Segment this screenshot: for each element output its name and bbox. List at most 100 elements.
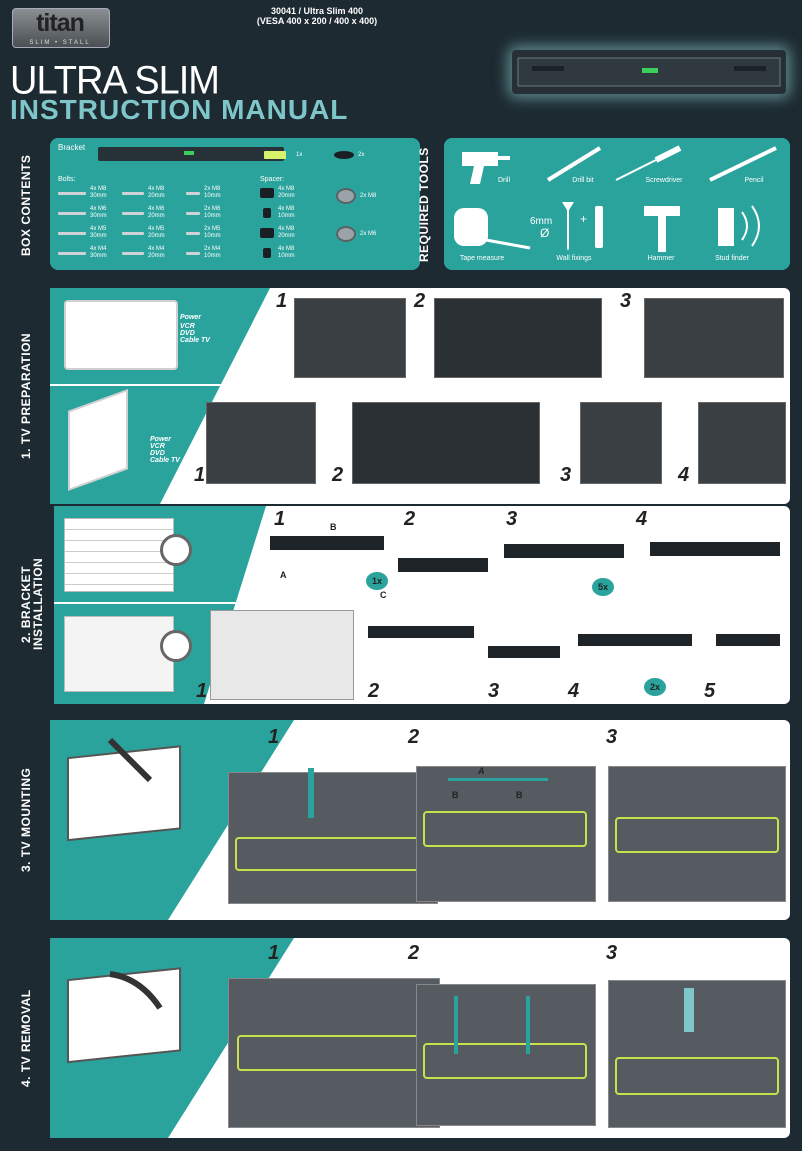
removal-bracket-outline-1: [237, 1035, 431, 1071]
bracket-step-bottom-3: 3: [488, 680, 500, 702]
washer-icon: [336, 188, 356, 204]
bolt-icon: [186, 191, 200, 195]
removal-arrow-up-big: [684, 988, 694, 1032]
brand-logo-plate: [12, 8, 110, 48]
tape-measure-icon: [454, 208, 531, 250]
bracket-illustration-top-2: [398, 558, 488, 572]
cap-icon: [334, 151, 354, 159]
tool-screwdriver-label: Screwdriver: [645, 177, 683, 184]
screwdriver-icon: [615, 145, 682, 181]
mounting-teal-backdrop: [50, 720, 294, 920]
bolt-icon: [122, 191, 144, 195]
brick-stud-finder-icon: [160, 534, 192, 566]
removal-photo-1: [228, 978, 440, 1128]
removal-photo-2: [416, 984, 596, 1126]
bracket-step-top-2: 2: [404, 508, 416, 530]
cap-qty: 2x: [358, 152, 365, 158]
pencil-icon: [709, 146, 777, 182]
tv-preparation-title: 1. TV PREPARATION: [19, 332, 33, 460]
fixing-size: 6mm: [530, 216, 553, 227]
brand-tagline: SLIM • STALL: [29, 40, 91, 46]
bracket-illustration-top-1: [270, 536, 384, 550]
drywall-diagram: [64, 616, 174, 692]
tool-drill-label: Drill: [497, 177, 511, 184]
title-instruction-manual: INSTRUCTION MANUAL: [10, 94, 349, 125]
removal-step-2: 2: [408, 942, 420, 964]
mount-label-b-left: B: [452, 790, 459, 800]
bracket-illustration-bottom-5: [716, 634, 780, 646]
mount-arrow-down: [308, 768, 314, 818]
tv-removal-title: 4. TV REMOVAL: [19, 989, 33, 1087]
label-c: C: [380, 590, 387, 600]
required-tools-title: REQUIRED TOOLS: [417, 147, 431, 263]
bracket-illustration-top-3: [504, 544, 624, 558]
bolt-icon: [58, 231, 86, 235]
prep-step-bottom-4: 4: [678, 464, 690, 486]
bolt-icon: [186, 211, 200, 215]
tv-prep-divider: [50, 384, 300, 386]
spacer-label: Spacer:: [260, 176, 285, 183]
bolt-icon: [58, 251, 86, 255]
prep-step-bottom-2: 2: [332, 464, 344, 486]
title-ultra-slim: ULTRA SLIM: [10, 58, 220, 104]
tv-mounting-title: 3. TV MOUNTING: [19, 767, 33, 873]
prep-photo-bottom-4: [698, 402, 786, 484]
prep-step-bottom-3: 3: [560, 464, 572, 486]
mount-arrow-horizontal: [448, 778, 548, 781]
prep-step-top-2: 2: [414, 290, 426, 312]
prep-step-top-1: 1: [276, 290, 288, 312]
tool-pencil-label: Pencil: [744, 177, 764, 184]
bracket-illustration-top-4: [650, 542, 780, 556]
tool-stud-finder-label: Stud finder: [715, 255, 749, 262]
level-icon: [264, 151, 286, 159]
bolt-icon: [122, 251, 144, 255]
prep-photo-bottom-1: [206, 402, 316, 484]
prep-photo-bottom-2: [352, 402, 540, 484]
bracket-step-top-3: 3: [506, 508, 518, 530]
bracket-illustration: [517, 57, 781, 87]
removal-bracket-outline-2: [423, 1043, 587, 1079]
bolt-icon: [186, 251, 200, 255]
qty-badge-5x: 5x: [592, 578, 614, 596]
tool-hammer-label: Hammer: [647, 255, 675, 262]
bracket-illustration-bottom-4: [578, 634, 692, 646]
bolt-icon: [58, 191, 86, 195]
bracket-divider: [54, 602, 294, 604]
tv-removal-panel: 1 2 3: [50, 938, 790, 1138]
prep-photo-top-1: [294, 298, 406, 378]
plus-symbol: +: [580, 212, 588, 226]
bracket-step-bottom-1: 1: [196, 680, 208, 702]
washer-item: 2x M6: [336, 226, 416, 242]
bracket-illustration-bottom-3: [488, 646, 560, 658]
label-b: B: [330, 522, 337, 532]
bracket-step-top-1: 1: [274, 508, 286, 530]
fixing-diameter-symbol: Ø: [540, 226, 550, 240]
bolt-icon: [186, 231, 200, 235]
model-line-2: (VESA 400 x 200 / 400 x 400): [256, 16, 378, 26]
bolts-label: Bolts:: [58, 176, 76, 183]
bracket-step-bottom-5: 5: [704, 680, 716, 702]
prep-photo-bottom-3: [580, 402, 662, 484]
bracket-illustration-bottom-2: [368, 626, 474, 638]
bracket-part-icon: [98, 147, 284, 161]
mount-photo-3: [608, 766, 786, 902]
removal-arrow-up-right: [526, 996, 530, 1054]
mount-bracket-outline-3: [615, 817, 779, 853]
prep-step-top-3: 3: [620, 290, 632, 312]
tv-front-diagram: [64, 300, 178, 370]
tool-wall-fixings-label: Wall fixings: [556, 255, 592, 262]
